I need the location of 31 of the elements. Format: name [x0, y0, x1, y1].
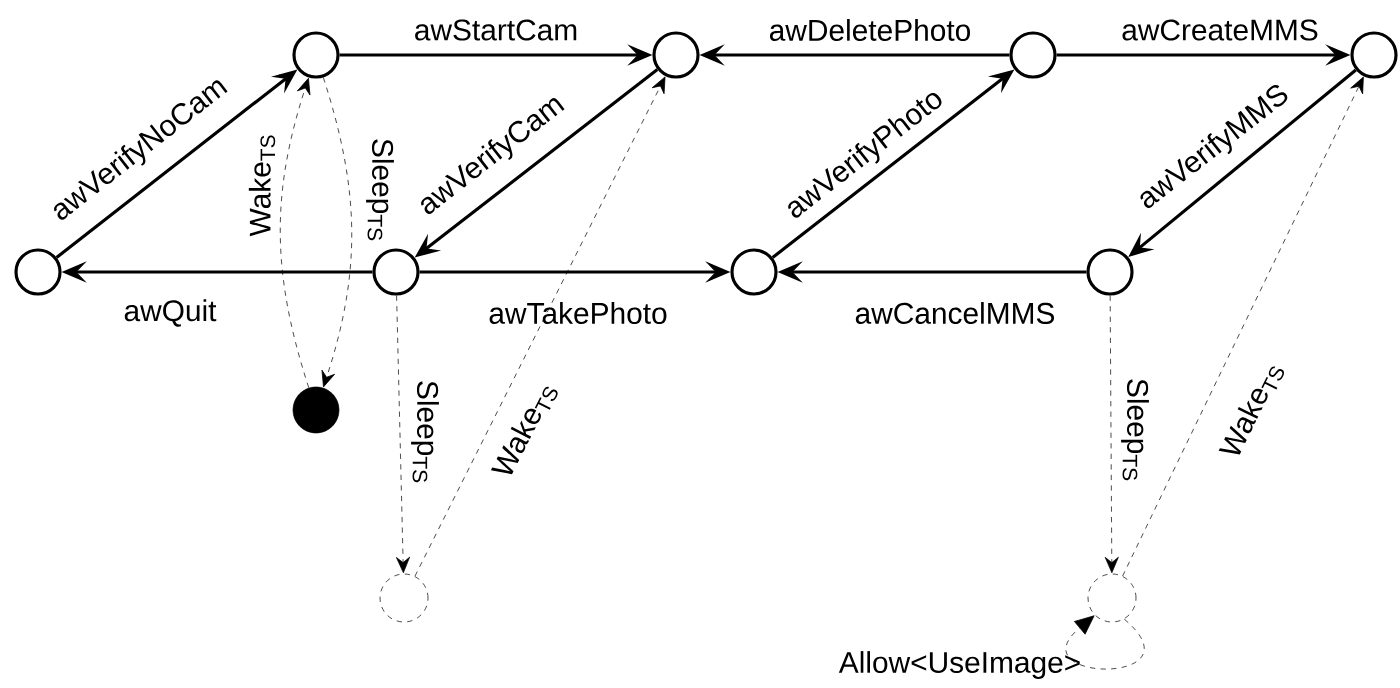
edge-label: Wake$_{TS}$: [1218, 366, 1284, 455]
state-circle: [1087, 573, 1137, 623]
edge-label: Sleep$_{TS}$: [411, 381, 439, 483]
edge-label: awStartCam: [415, 19, 577, 41]
arrow: [321, 77, 353, 388]
edge-label: Allow<UseImage>: [838, 651, 1080, 679]
edge-label: Wake$_{TS}$: [248, 135, 276, 237]
arrow: [1065, 615, 1145, 670]
state-circle: [14, 248, 62, 296]
edge-label: Sleep$_{TS}$: [1121, 379, 1149, 481]
arrow: [1104, 295, 1119, 574]
edge-label: awCreateMMS: [1122, 19, 1318, 41]
arrow: [414, 76, 666, 577]
edge-label: awTakePhoto: [489, 302, 667, 324]
edge-label: Wake$_{TS}$: [490, 386, 558, 475]
state-circle: [1086, 248, 1134, 296]
arrow: [279, 77, 311, 389]
edge-label: Sleep$_{TS}$: [366, 139, 394, 241]
state-circle: [1009, 31, 1057, 79]
edge-label: awDeletePhoto: [769, 19, 970, 41]
arrow: [1122, 76, 1364, 577]
state-circle: [292, 31, 340, 79]
state-circle: [730, 248, 778, 296]
filled-dot: [292, 386, 340, 434]
state-circle: [372, 248, 420, 296]
state-circle: [652, 31, 700, 79]
arrow: [396, 295, 410, 574]
edge-label: awCancelMMS: [855, 302, 1055, 324]
edge-label: awQuit: [124, 299, 217, 327]
state-circle: [1350, 31, 1398, 79]
state-circle: [379, 573, 429, 623]
